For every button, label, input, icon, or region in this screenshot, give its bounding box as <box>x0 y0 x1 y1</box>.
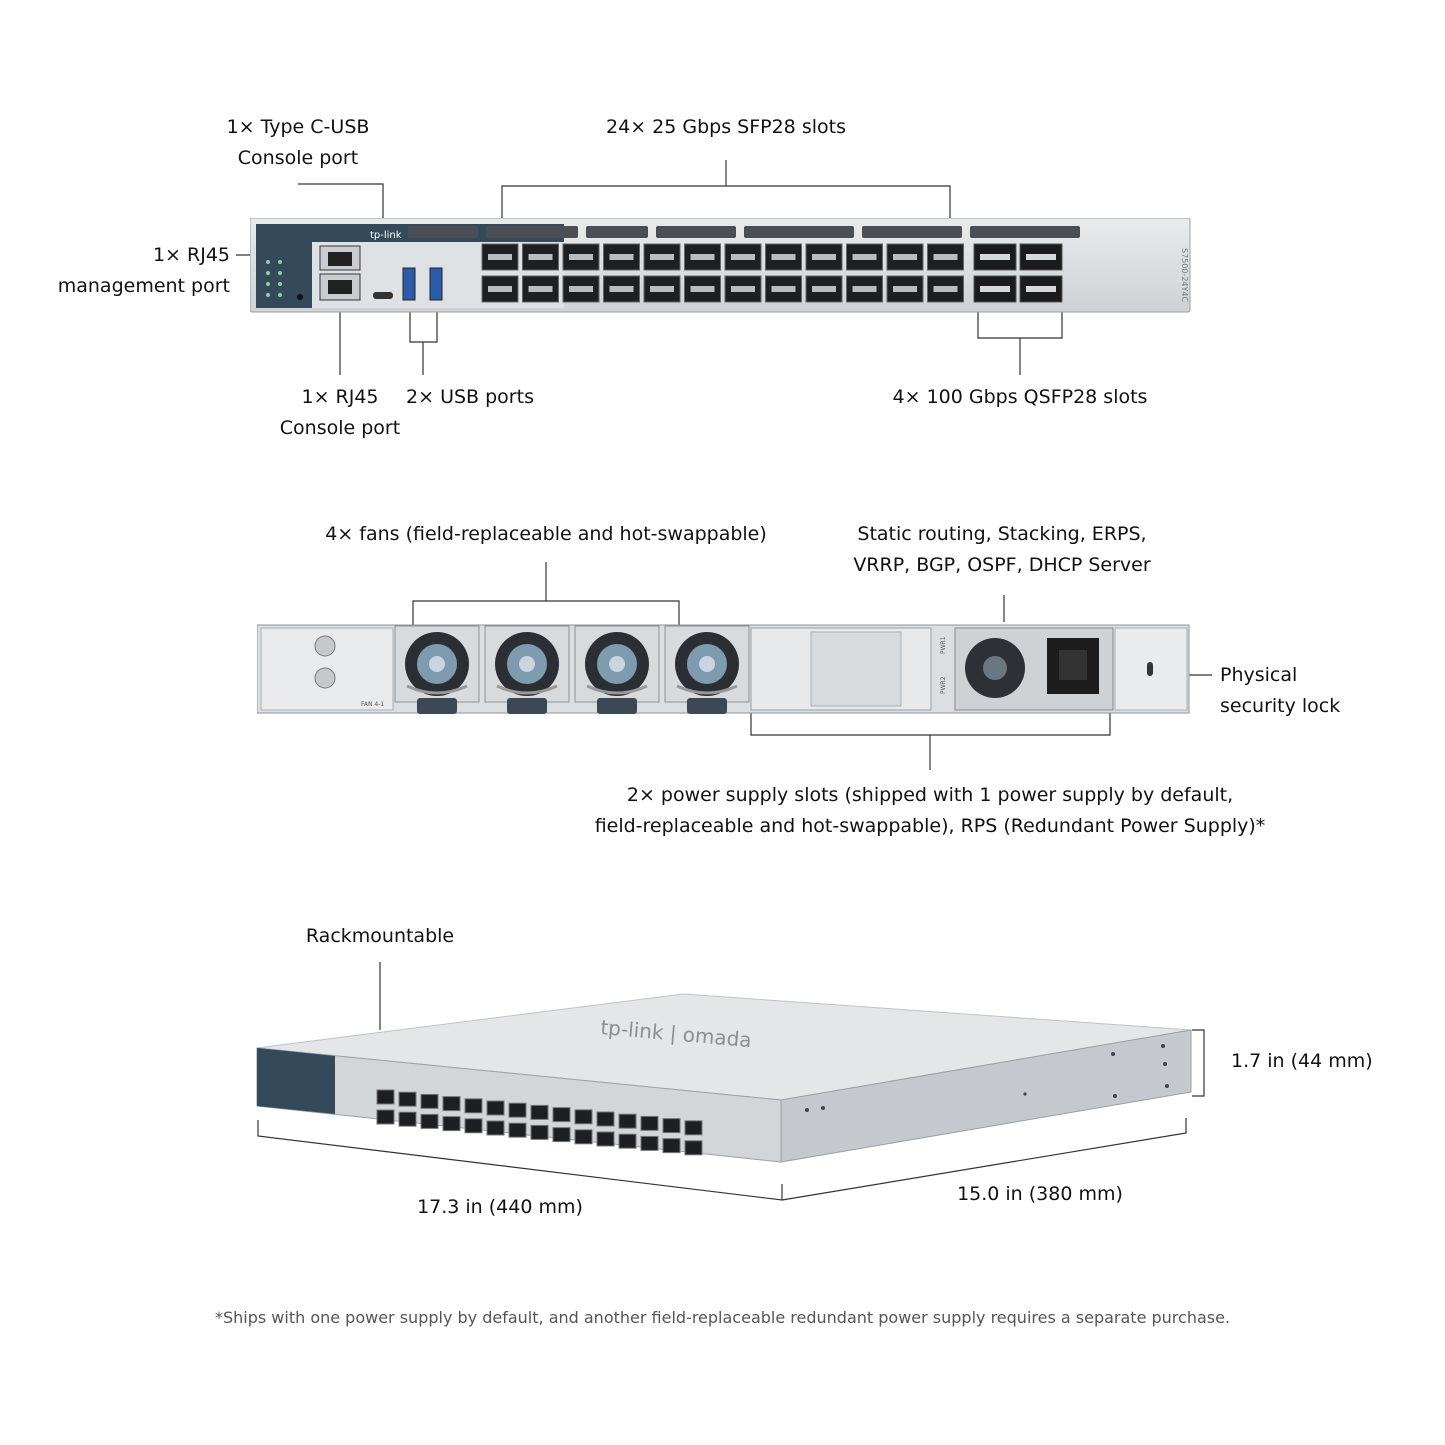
iso-port <box>530 1104 549 1120</box>
sfp28-port <box>481 275 519 303</box>
iso-port <box>640 1135 659 1151</box>
isometric-view-image: tp-link | omada <box>256 993 1192 1163</box>
iso-port <box>574 1109 593 1125</box>
sfp28-callout: 24× 25 Gbps SFP28 slots <box>606 116 846 138</box>
height-dimension: 1.7 in (44 mm) <box>1231 1050 1373 1072</box>
rj45-console-callout: 1× RJ45 Console port <box>279 386 401 439</box>
iso-port <box>464 1118 483 1134</box>
iso-port <box>530 1124 549 1140</box>
iso-port <box>684 1120 703 1136</box>
iso-port <box>684 1140 703 1156</box>
iso-port <box>618 1133 637 1149</box>
front-panel-image: tp-link S7500-24Y4C <box>250 218 1191 313</box>
fan-module <box>394 625 480 703</box>
iso-port <box>398 1091 417 1107</box>
fan-label: FAN 4-1 <box>361 701 384 708</box>
iso-port <box>662 1138 681 1154</box>
usb-ports-callout: 2× USB ports <box>406 386 534 408</box>
sfp28-port <box>805 243 843 271</box>
iso-port <box>574 1129 593 1145</box>
iso-port <box>596 1131 615 1147</box>
sfp28-port <box>643 243 681 271</box>
sfp28-port <box>684 275 721 303</box>
usb-c-console-callout: 1× Type C-USB Console port <box>226 116 370 169</box>
iso-port <box>596 1111 615 1127</box>
sfp28-port <box>927 275 964 303</box>
rj45-management-callout: 1× RJ45 management port <box>57 244 230 297</box>
sfp28-port <box>603 243 640 271</box>
iso-port <box>376 1089 395 1105</box>
iso-port <box>420 1093 439 1109</box>
sfp28-port <box>481 243 519 271</box>
iso-port <box>552 1127 571 1143</box>
iso-port <box>464 1098 483 1114</box>
sfp28-port <box>927 243 964 271</box>
pwr1-label: PWR1 <box>940 636 947 654</box>
pwr2-label: PWR2 <box>940 676 947 694</box>
iso-port-grid <box>376 1089 703 1156</box>
width-dimension: 17.3 in (440 mm) <box>417 1196 583 1218</box>
iso-port <box>442 1096 461 1112</box>
fan-module <box>574 625 660 703</box>
sfp28-port <box>846 275 883 303</box>
sfp28-port <box>522 275 559 303</box>
sfp28-port <box>886 243 924 271</box>
iso-port <box>552 1107 571 1123</box>
iso-port <box>662 1118 681 1134</box>
sfp28-port-grid <box>481 243 964 303</box>
qsfp28-callout: 4× 100 Gbps QSFP28 slots <box>892 386 1148 408</box>
iso-port <box>640 1115 659 1131</box>
security-lock-callout: Physical security lock <box>1220 664 1341 717</box>
sfp28-port <box>562 275 600 303</box>
fan-modules <box>394 625 750 703</box>
iso-port <box>618 1113 637 1129</box>
iso-port <box>486 1120 505 1136</box>
sfp28-port <box>846 243 883 271</box>
iso-port <box>486 1100 505 1116</box>
front-brand-text: tp-link <box>370 230 402 241</box>
fan-module <box>664 625 750 703</box>
iso-port <box>376 1109 395 1125</box>
iso-port <box>508 1122 527 1138</box>
iso-port <box>398 1111 417 1127</box>
sfp28-port <box>603 275 640 303</box>
fan-module <box>484 625 570 703</box>
sfp28-port <box>765 243 802 271</box>
sfp28-port <box>643 275 681 303</box>
sfp28-port <box>805 275 843 303</box>
iso-port <box>420 1113 439 1129</box>
depth-dimension: 15.0 in (380 mm) <box>957 1183 1123 1205</box>
sfp28-port <box>522 243 559 271</box>
iso-port <box>442 1116 461 1132</box>
front-model-text: S7500-24Y4C <box>1180 248 1189 302</box>
footnote: *Ships with one power supply by default,… <box>214 1308 1231 1327</box>
power-supply-callout: 2× power supply slots (shipped with 1 po… <box>594 784 1266 837</box>
rackmountable-callout: Rackmountable <box>305 925 455 947</box>
sfp28-port <box>724 275 762 303</box>
iso-port <box>508 1102 527 1118</box>
sfp28-port <box>562 243 600 271</box>
features-callout: Static routing, Stacking, ERPS, VRRP, BG… <box>853 523 1151 576</box>
sfp28-port <box>684 243 721 271</box>
rear-panel-image: FAN 4-1 PWR1 PWR2 <box>257 624 1190 714</box>
sfp28-port <box>765 275 802 303</box>
fans-callout: 4× fans (field-replaceable and hot-swapp… <box>325 523 767 545</box>
sfp28-port <box>724 243 762 271</box>
sfp28-port <box>886 275 924 303</box>
